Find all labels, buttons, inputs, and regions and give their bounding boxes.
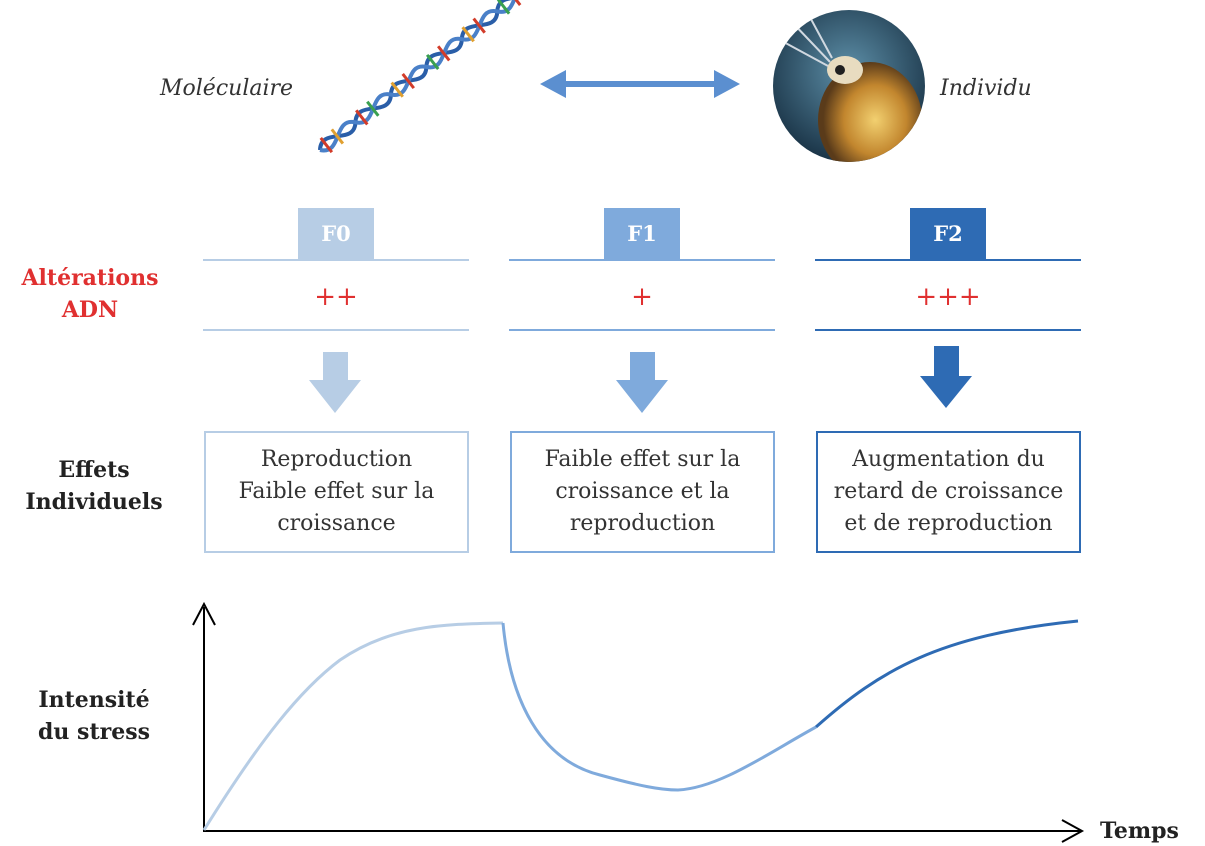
f0-effect-box: Reproduction Faible effet sur la croissa… [204, 431, 469, 553]
alterations-label-line2: ADN [61, 297, 119, 323]
individual-label: Individu [940, 76, 1032, 101]
f0-effect-line2: Faible effet sur la [238, 479, 435, 504]
f1-bottom-line [509, 329, 775, 331]
effects-label: Effets Individuels [4, 454, 184, 518]
f0-effect-line1: Reproduction [260, 447, 413, 472]
generation-f1-box: F1 [604, 208, 680, 260]
f0-effect-line3: croissance [277, 511, 396, 536]
y-axis-label: Intensité du stress [4, 684, 184, 748]
f0-alteration: ++ [314, 282, 358, 312]
f2-effect-line2: retard de croissance [833, 479, 1064, 504]
y-axis-label-line1: Intensité [38, 687, 150, 713]
f2-effect-line1: Augmentation du [852, 447, 1045, 472]
curve-f0 [202, 621, 504, 831]
alterations-label-line1: Altérations [21, 265, 159, 291]
f1-top-line [509, 259, 775, 261]
f1-effect-box: Faible effet sur la croissance et la rep… [510, 431, 775, 553]
f0-top-line [203, 259, 469, 261]
f1-effect-line2: croissance et la [555, 479, 730, 504]
f2-top-line [815, 259, 1081, 261]
effects-label-line1: Effets [58, 457, 130, 483]
f1-effect-line3: reproduction [569, 511, 716, 536]
generation-f2-box: F2 [910, 208, 986, 260]
effects-label-line2: Individuels [25, 489, 163, 515]
x-axis-label: Temps [1100, 818, 1179, 844]
curve-f2 [815, 619, 1079, 729]
y-axis-label-line2: du stress [38, 719, 150, 745]
f1-alteration: + [631, 282, 653, 312]
x-axis-arrowhead [1061, 819, 1085, 843]
generation-f0-box: F0 [298, 208, 374, 260]
f2-effect-line3: et de reproduction [844, 511, 1053, 536]
curve-f1 [501, 622, 817, 792]
f2-bottom-line [815, 329, 1081, 331]
y-axis-arrowhead [192, 601, 216, 626]
f0-bottom-line [203, 329, 469, 331]
alterations-label: Altérations ADN [0, 262, 180, 326]
molecular-label: Moléculaire [160, 76, 294, 101]
f2-alteration: +++ [915, 282, 981, 312]
f2-effect-box: Augmentation du retard de croissance et … [816, 431, 1081, 553]
f1-effect-line1: Faible effet sur la [544, 447, 741, 472]
